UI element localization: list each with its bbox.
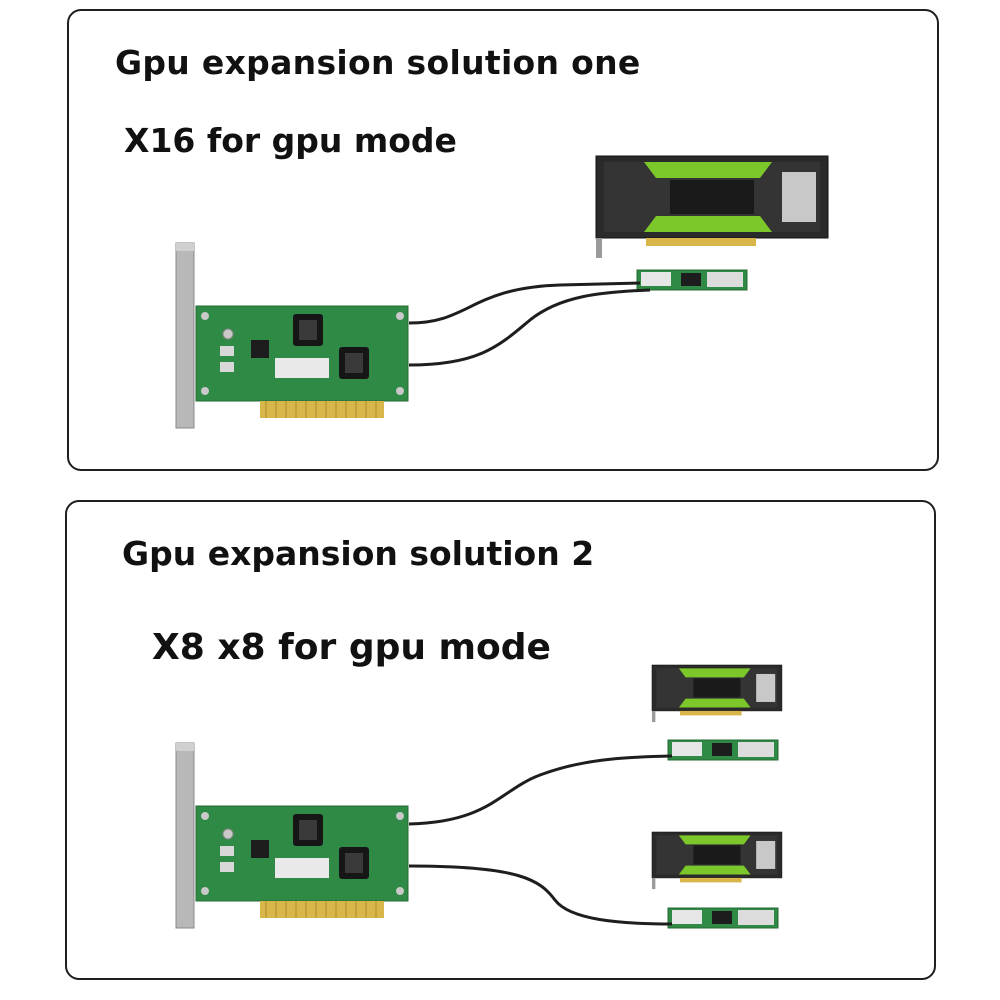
riser-board-2a <box>667 739 779 761</box>
gpu-card-2b <box>651 831 783 890</box>
solution-one-mode-label: X16 for gpu mode <box>124 121 457 160</box>
gpu-card-2a <box>651 664 783 723</box>
solution-two-mode-label: X8 x8 for gpu mode <box>152 627 551 668</box>
host-adapter-card-1 <box>175 242 409 429</box>
host-adapter-card-2 <box>175 742 409 929</box>
slimsas-cables-1 <box>408 281 651 367</box>
solution-two-title: Gpu expansion solution 2 <box>122 534 595 573</box>
riser-board-2b <box>667 907 779 929</box>
gpu-card-1 <box>595 155 829 259</box>
riser-board-1 <box>636 269 748 291</box>
solution-one-title: Gpu expansion solution one <box>115 43 641 82</box>
slimsas-cables-2 <box>408 754 673 926</box>
